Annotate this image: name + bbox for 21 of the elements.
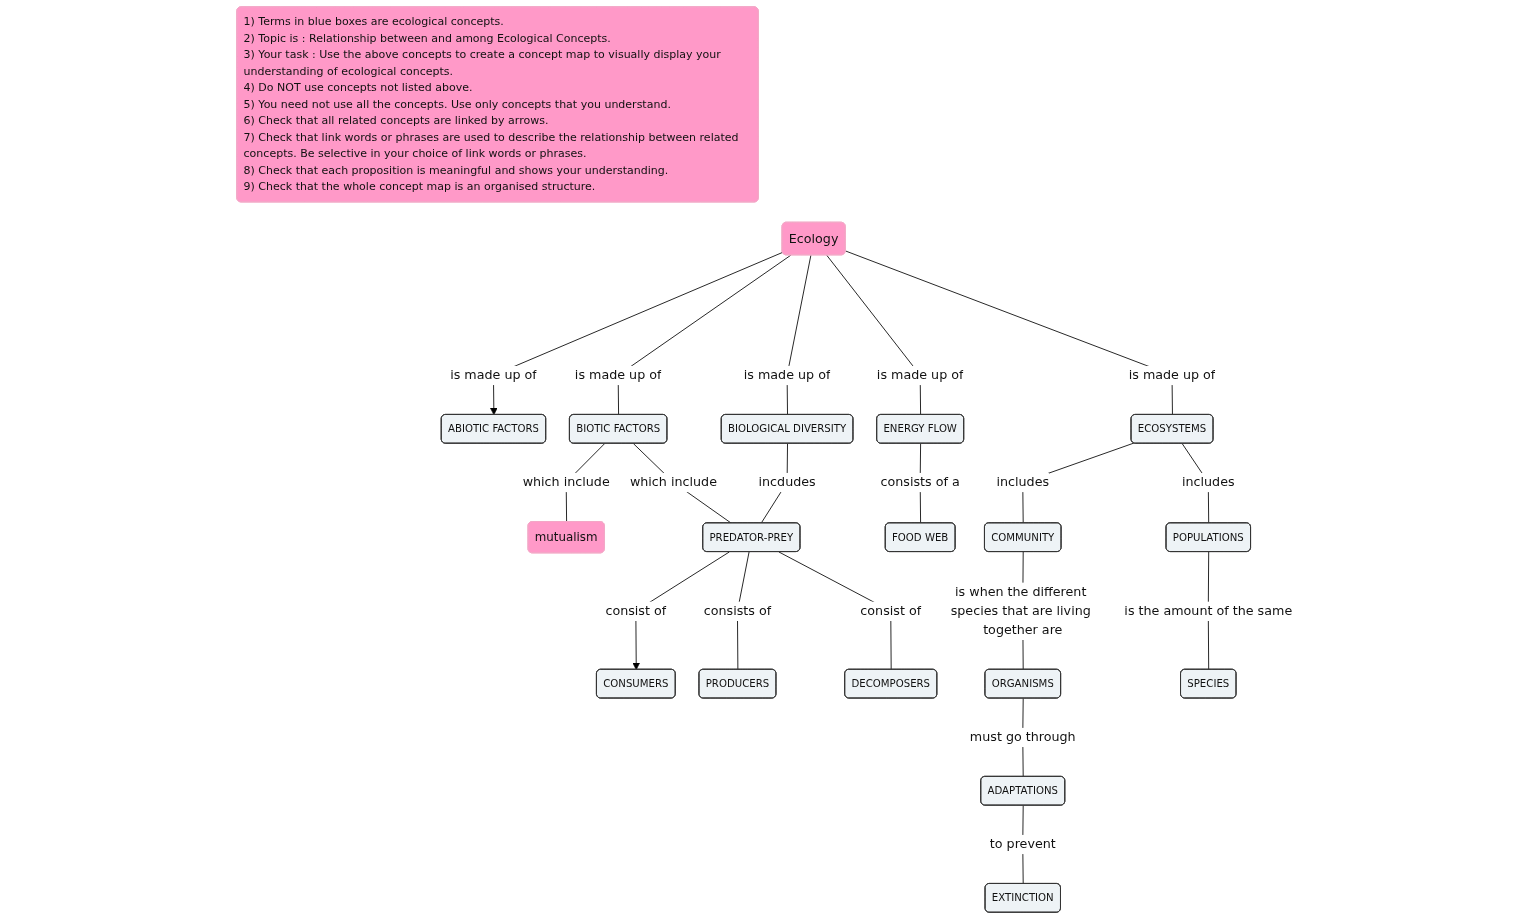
edge-label: to prevent bbox=[989, 836, 1056, 852]
connector bbox=[617, 254, 792, 416]
edge-label: is made up of bbox=[876, 367, 964, 383]
edge-label: consists of bbox=[703, 603, 772, 619]
edge-label: consist of bbox=[860, 603, 922, 619]
edge-label: consist of bbox=[605, 603, 667, 619]
edge-label: incdudes bbox=[758, 474, 816, 490]
edge-label: is made up of bbox=[450, 367, 537, 383]
edge-label: includes bbox=[1181, 474, 1235, 490]
connector bbox=[826, 254, 922, 416]
edge-label: must go through bbox=[969, 729, 1076, 745]
edge-label: which include bbox=[522, 474, 610, 490]
edge-label: consists of a bbox=[880, 474, 960, 490]
edge-label: is when the different species that are living together are bbox=[950, 584, 1091, 638]
edge-label: is the amount of the same bbox=[1124, 603, 1293, 619]
edge-label: is made up of bbox=[743, 367, 831, 383]
edge-label: is made up of bbox=[1128, 367, 1216, 383]
edge-label: includes bbox=[996, 474, 1050, 490]
edge-label: is made up of bbox=[574, 367, 662, 383]
edge-label: which include bbox=[629, 474, 717, 490]
connector bbox=[845, 250, 1173, 416]
